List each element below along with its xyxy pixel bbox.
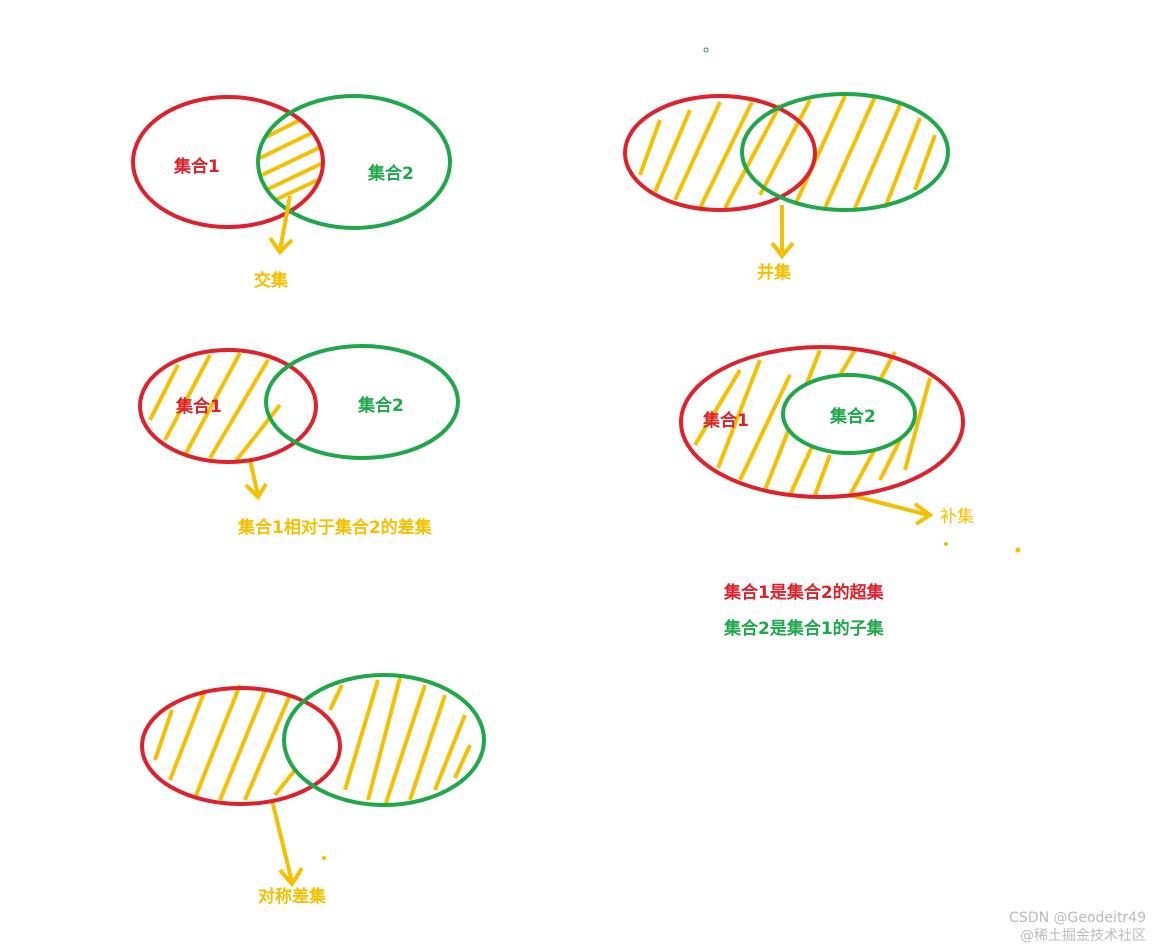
intersection-caption: 交集 [254, 270, 289, 291]
subset-note: 集合2是集合1的子集 [723, 618, 885, 639]
difference-diagram [148, 352, 282, 501]
difference-set1-label: 集合1 [175, 396, 222, 417]
intersection-set1-label: 集合1 [173, 156, 220, 177]
difference-set2-label: 集合2 [357, 395, 404, 416]
watermark-text-1: CSDN @Geodeitr49 [1009, 910, 1146, 926]
complement-diagram [693, 348, 934, 526]
watermark-text-2: @稀土掘金技术社区 [1020, 928, 1146, 944]
symmetric-difference-diagram [153, 677, 472, 888]
watermark: CSDN @Geodeitr49 @稀土掘金技术社区 [1009, 909, 1146, 945]
superset-note: 集合1是集合2的超集 [723, 582, 885, 603]
intersection-diagram [131, 94, 452, 256]
intersection-set2-label: 集合2 [367, 163, 414, 184]
difference-caption: 集合1相对于集合2的差集 [237, 517, 433, 538]
complement-set1-label: 集合1 [702, 410, 749, 431]
union-caption: 并集 [757, 262, 792, 283]
symmetric-difference-caption: 对称差集 [258, 886, 327, 907]
union-diagram [638, 95, 937, 260]
complement-caption: 补集 [940, 507, 974, 527]
complement-set2-label: 集合2 [829, 406, 876, 427]
